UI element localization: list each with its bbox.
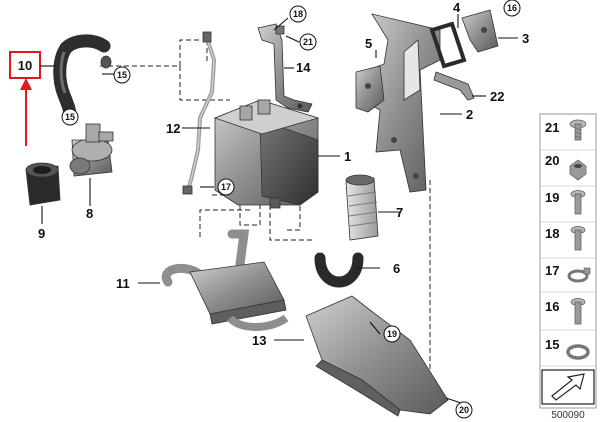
svg-text:15: 15 bbox=[545, 337, 559, 352]
part-14-bracket[interactable] bbox=[257, 23, 313, 113]
callout-7: 7 bbox=[396, 205, 403, 220]
direction-arrow-icon bbox=[541, 369, 595, 405]
callout-2: 2 bbox=[466, 107, 473, 122]
circle-callout-16: 16 bbox=[503, 0, 521, 17]
part-5-bracket[interactable] bbox=[355, 65, 385, 113]
nut-icon bbox=[569, 159, 587, 181]
legend-row-20[interactable]: 20 bbox=[540, 153, 596, 187]
diagram-number: 500090 bbox=[551, 410, 585, 421]
svg-text:18: 18 bbox=[293, 9, 303, 19]
svg-text:18: 18 bbox=[545, 226, 559, 241]
callout-1: 1 bbox=[344, 149, 351, 164]
part-12-coolant-pipe[interactable] bbox=[182, 31, 217, 195]
circle-callout-19: 19 bbox=[383, 325, 401, 343]
callout-8: 8 bbox=[86, 206, 93, 221]
bolt-icon bbox=[570, 226, 586, 251]
callout-11: 11 bbox=[116, 276, 130, 291]
svg-text:21: 21 bbox=[303, 37, 313, 47]
hardware-legend: 21 20 19 18 bbox=[539, 113, 597, 409]
callout-5: 5 bbox=[365, 36, 372, 51]
legend-row-21[interactable]: 21 bbox=[540, 119, 596, 151]
circle-callout-20: 20 bbox=[455, 401, 473, 419]
part-8-water-pump[interactable] bbox=[69, 123, 114, 177]
svg-text:17: 17 bbox=[545, 263, 559, 278]
legend-row-15[interactable]: 15 bbox=[540, 337, 596, 367]
highlight-marker bbox=[9, 51, 41, 146]
bolt-icon bbox=[570, 298, 586, 325]
svg-text:19: 19 bbox=[387, 329, 397, 339]
callout-22: 22 bbox=[490, 89, 504, 104]
circle-callout-15a: 15 bbox=[113, 66, 131, 84]
callout-12: 12 bbox=[166, 121, 180, 136]
part-7-filter[interactable] bbox=[345, 174, 379, 241]
legend-row-18[interactable]: 18 bbox=[540, 226, 596, 259]
legend-row-16[interactable]: 16 bbox=[540, 298, 596, 331]
legend-row-17[interactable]: 17 bbox=[540, 263, 596, 293]
svg-text:16: 16 bbox=[545, 299, 559, 314]
part-11-muffler[interactable] bbox=[161, 229, 289, 331]
svg-text:19: 19 bbox=[545, 190, 559, 205]
hose-clamp-icon bbox=[567, 267, 591, 283]
part-10-coolant-hose[interactable] bbox=[53, 34, 112, 123]
circled-callouts: 15 15 16 17 18 19 20 21 bbox=[61, 0, 521, 419]
highlight-arrow-head bbox=[20, 78, 32, 90]
hose-clamp-icon bbox=[566, 344, 590, 360]
callout-3: 3 bbox=[522, 31, 529, 46]
callout-numbers: 10 1 2 3 4 5 6 7 8 9 11 12 13 14 22 bbox=[18, 0, 529, 348]
assembly-lines bbox=[100, 39, 431, 410]
part-22-strap[interactable] bbox=[433, 71, 475, 101]
legend-row-19[interactable]: 19 bbox=[540, 190, 596, 223]
part-2-mounting-bracket[interactable] bbox=[361, 13, 441, 193]
part-3-bracket[interactable] bbox=[461, 9, 499, 53]
callout-10: 10 bbox=[18, 58, 32, 73]
circle-callout-17: 17 bbox=[217, 178, 235, 196]
bolt-icon bbox=[570, 190, 586, 215]
circle-callout-21: 21 bbox=[299, 33, 317, 51]
part-6-u-hose[interactable] bbox=[314, 252, 364, 288]
part-9-rubber-mount[interactable] bbox=[25, 162, 61, 206]
part-1-auxiliary-heater[interactable] bbox=[213, 99, 320, 209]
callout-14: 14 bbox=[296, 60, 311, 75]
part-13-heat-shield[interactable] bbox=[305, 295, 449, 417]
part-4-seal[interactable] bbox=[429, 21, 467, 69]
svg-text:17: 17 bbox=[221, 182, 231, 192]
svg-text:20: 20 bbox=[459, 405, 469, 415]
svg-text:20: 20 bbox=[545, 153, 559, 168]
circle-callout-15b: 15 bbox=[61, 108, 79, 126]
svg-text:21: 21 bbox=[545, 120, 559, 135]
svg-text:16: 16 bbox=[507, 3, 517, 13]
leader-lines bbox=[40, 14, 518, 405]
svg-text:15: 15 bbox=[117, 70, 127, 80]
callout-13: 13 bbox=[252, 333, 266, 348]
screw-icon bbox=[569, 119, 587, 141]
callout-9: 9 bbox=[38, 226, 45, 241]
svg-text:15: 15 bbox=[65, 112, 75, 122]
circle-callout-18: 18 bbox=[289, 5, 307, 23]
callout-6: 6 bbox=[393, 261, 400, 276]
callout-4: 4 bbox=[453, 0, 461, 15]
highlight-box bbox=[9, 51, 41, 79]
